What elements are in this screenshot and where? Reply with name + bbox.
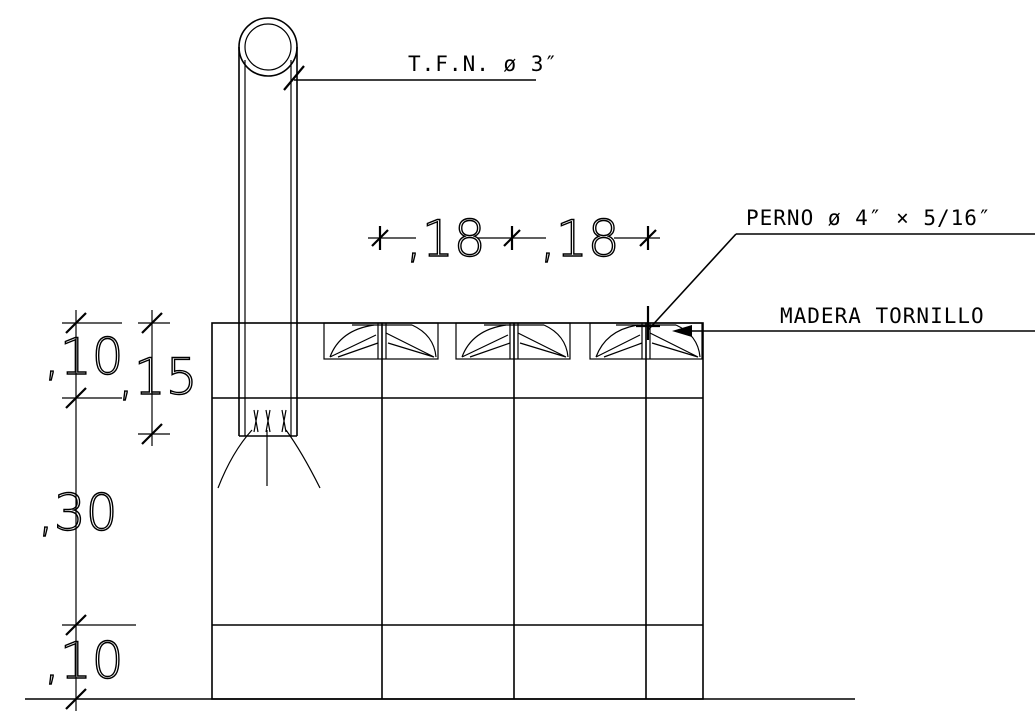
dim-cap-height: ,10: [44, 328, 124, 386]
wood-block-2: [455, 322, 571, 360]
pipe-tfn: [217, 17, 321, 489]
dim-top-spacing: [368, 226, 660, 250]
footing-block: [211, 322, 704, 700]
leader-wood: [672, 325, 1035, 337]
wood-block-1: [323, 322, 439, 360]
label-bolt: PERNO ø 4″ × 5/16″: [746, 206, 992, 230]
dim-body-height: ,30: [38, 484, 118, 542]
dim-top-spacing-1: ,18: [406, 210, 486, 268]
leader-bolt: [636, 233, 1035, 340]
label-pipe: T.F.N. ø 3″: [408, 52, 558, 76]
dim-base-height: ,10: [44, 632, 124, 690]
dim-top-spacing-2: ,18: [540, 210, 620, 268]
wood-block-3: [589, 322, 703, 360]
dim-left-chain: [62, 310, 136, 711]
dim-cap-plus: [138, 310, 170, 446]
dim-cap-plus-label: ,15: [118, 348, 198, 406]
label-wood: MADERA TORNILLO: [780, 304, 985, 328]
leader-pipe: [283, 65, 536, 91]
